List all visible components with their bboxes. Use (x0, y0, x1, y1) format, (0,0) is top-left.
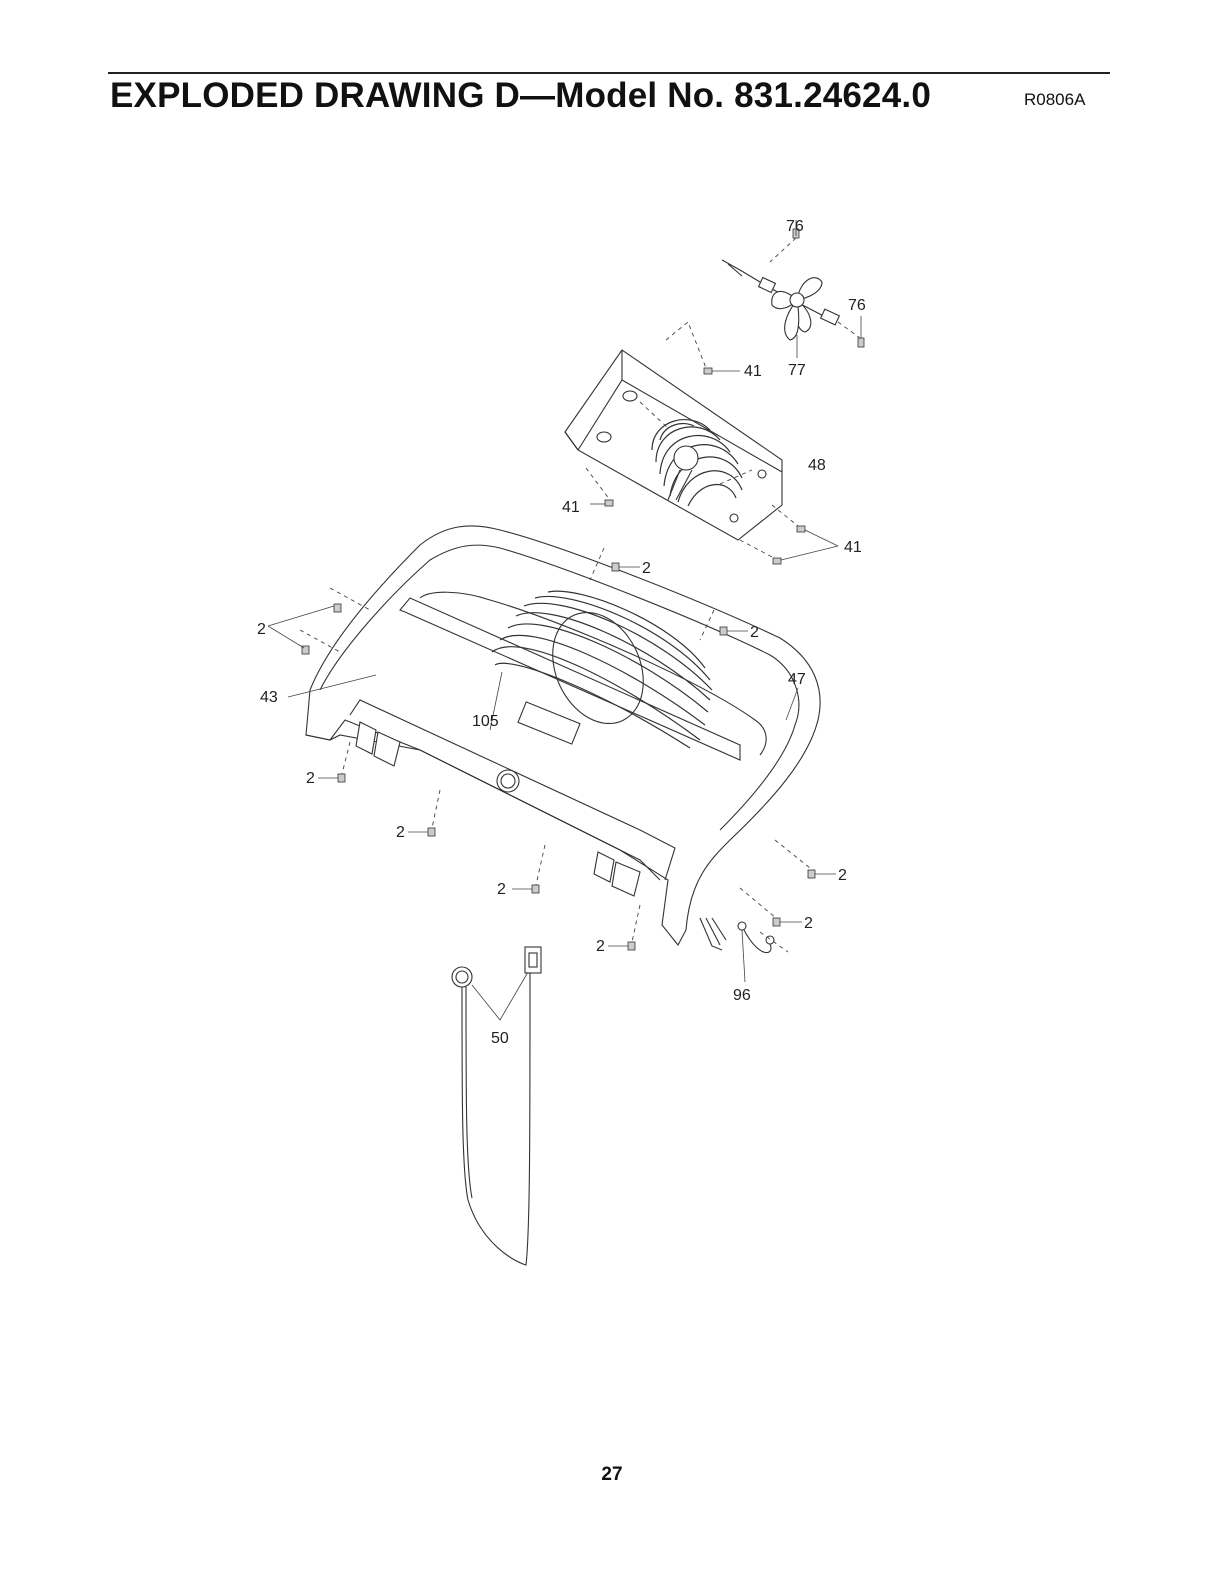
callout-76-top: 76 (786, 218, 804, 235)
callout-2-lower-1: 2 (306, 770, 315, 787)
callout-2-hood-top: 2 (642, 560, 651, 577)
housing-grille (651, 419, 743, 507)
callout-50: 50 (491, 1030, 509, 1047)
fan-housing (564, 349, 783, 541)
hood-grille (491, 590, 713, 749)
callout-2-left: 2 (257, 621, 266, 638)
callout-41-right: 41 (844, 539, 862, 556)
callout-41-top: 41 (744, 363, 762, 380)
screws-41 (585, 321, 839, 565)
callout-76-right: 76 (848, 297, 866, 314)
callout-48: 48 (808, 457, 826, 474)
fan-assembly (721, 220, 865, 358)
drawing-code: R0806A (1024, 90, 1086, 109)
callout-105: 105 (472, 713, 499, 730)
callout-47: 47 (788, 671, 806, 688)
callout-96: 96 (733, 987, 751, 1004)
header-rule (108, 72, 1110, 74)
callout-2-right-2: 2 (804, 915, 813, 932)
safety-key (451, 946, 542, 1266)
callout-77: 77 (788, 362, 806, 379)
motor-hood (305, 525, 821, 951)
callout-2-right-1: 2 (838, 867, 847, 884)
callout-2-lower-4: 2 (596, 938, 605, 955)
callout-43: 43 (260, 689, 278, 706)
screws-2 (267, 547, 836, 951)
callout-2-hood-right: 2 (750, 624, 759, 641)
callout-41-left: 41 (562, 499, 580, 516)
page-number: 27 (601, 1464, 623, 1485)
wire-harness (737, 921, 789, 983)
callout-2-lower-2: 2 (396, 824, 405, 841)
callout-2-lower-3: 2 (497, 881, 506, 898)
page-title: EXPLODED DRAWING D—Model No. 831.24624.0 (110, 76, 931, 115)
